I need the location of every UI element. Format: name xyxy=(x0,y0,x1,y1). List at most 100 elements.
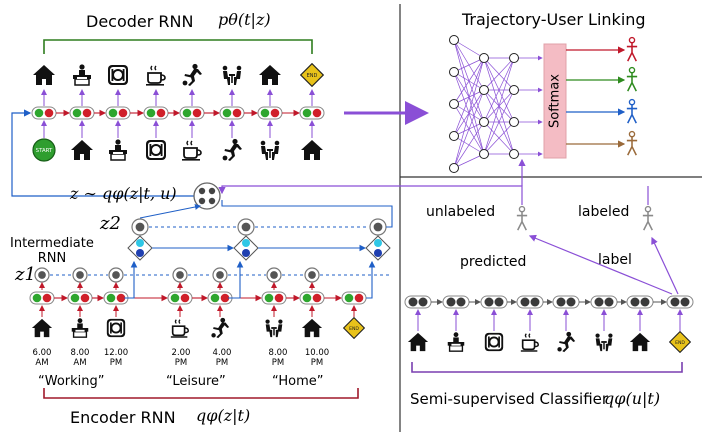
classifier-cell xyxy=(480,295,508,309)
sport-icon xyxy=(222,138,242,161)
meeting-icon xyxy=(260,140,280,160)
end-sign-icon xyxy=(343,317,365,339)
time-label: 10.00 PM xyxy=(304,348,330,368)
z1-node xyxy=(304,267,320,283)
home-icon xyxy=(259,65,281,85)
nn-edge xyxy=(453,57,485,73)
semi-title: Semi-supervised Classifier xyxy=(410,390,609,408)
food-icon xyxy=(107,64,129,86)
nn-edge xyxy=(453,57,485,105)
nn-edge xyxy=(453,121,485,169)
labeled-user-icon xyxy=(642,205,654,231)
softmax-label: Softmax xyxy=(548,74,563,128)
z2-node xyxy=(237,218,255,236)
decoder-bracket xyxy=(43,39,313,54)
encoder-cell xyxy=(341,291,367,305)
end-sign-icon xyxy=(669,331,691,353)
nn-neuron xyxy=(449,163,459,173)
decoder-input-icons xyxy=(32,138,323,162)
home-icon xyxy=(31,318,53,338)
nn-edge xyxy=(453,57,485,169)
office-icon xyxy=(108,138,128,161)
intermediate-rnn-cell xyxy=(127,235,153,261)
decoder-formula: pθ(t|z) xyxy=(218,10,271,29)
nn-edge xyxy=(483,57,515,123)
z1-node xyxy=(72,267,88,283)
time-label: 6.00 AM xyxy=(32,348,52,368)
intermediate-rnn-label: Intermediate RNN xyxy=(10,236,94,266)
z-sample-node xyxy=(193,182,221,210)
semi-supervised-classifier xyxy=(218,158,694,353)
z2-to-sample-arrow xyxy=(139,204,201,219)
group-to-mid-arrow xyxy=(124,260,138,299)
meeting-icon xyxy=(222,65,242,85)
decoder-cell xyxy=(179,106,205,120)
decoder-cell xyxy=(31,106,57,120)
classifier-cell xyxy=(404,295,432,309)
labeled-label: labeled xyxy=(578,204,630,220)
encoder-cell xyxy=(261,291,287,305)
nn-neuron xyxy=(449,67,459,77)
nn-neuron xyxy=(479,117,489,127)
nn-edge xyxy=(483,57,515,155)
nn-neuron xyxy=(509,149,519,159)
encoder-cell xyxy=(29,291,55,305)
predicted-arrow xyxy=(528,234,673,295)
encoder-cell xyxy=(299,291,325,305)
decoder-cell xyxy=(143,106,169,120)
nn-neuron xyxy=(479,85,489,95)
user-icon xyxy=(626,36,638,62)
classifier-cell xyxy=(442,295,470,309)
unlabeled-label: unlabeled xyxy=(426,204,496,220)
decoder-cell xyxy=(105,106,131,120)
decoder-rnn-cells xyxy=(11,89,429,197)
nn-neuron xyxy=(449,99,459,109)
home-icon xyxy=(33,65,55,85)
user-icon xyxy=(626,130,638,156)
start-icon xyxy=(32,138,56,162)
time-label: 8.00 AM xyxy=(70,348,90,368)
time-label: 8.00 PM xyxy=(268,348,288,368)
decoder-cell xyxy=(69,106,95,120)
nn-edge xyxy=(483,89,515,155)
z1-node xyxy=(266,267,282,283)
classifier-cell xyxy=(626,295,654,309)
classifier-cell xyxy=(552,295,580,309)
z2-node xyxy=(369,218,387,236)
sport-icon xyxy=(557,331,576,353)
semi-bracket xyxy=(411,362,683,373)
encoder-rnn xyxy=(29,260,376,339)
user-to-latent-arrow xyxy=(218,185,523,205)
nn-neuron xyxy=(479,149,489,159)
home-icon xyxy=(301,140,323,160)
end-sign-icon xyxy=(300,63,324,87)
encoder-cell xyxy=(67,291,93,305)
nn-edge xyxy=(483,57,515,91)
label-label: label xyxy=(598,252,632,268)
user-icon xyxy=(626,66,638,92)
nn-neuron xyxy=(449,35,459,45)
coffee-icon xyxy=(181,140,202,162)
coffee-icon xyxy=(170,318,190,339)
time-label: 2.00 PM xyxy=(171,348,191,368)
home-icon xyxy=(301,318,323,338)
home-icon xyxy=(629,332,651,352)
semi-formula: qφ(u|t) xyxy=(604,389,661,408)
z1-node xyxy=(108,267,124,283)
nn-neuron xyxy=(509,85,519,95)
nn-edge xyxy=(453,39,485,59)
time-label: 4.00 PM xyxy=(212,348,232,368)
encoder-formula: qφ(z|t) xyxy=(196,406,251,425)
nn-neuron xyxy=(509,117,519,127)
meeting-icon xyxy=(265,319,283,338)
decoder-cell xyxy=(257,106,283,120)
group-label-leisure: “Leisure” xyxy=(166,374,226,389)
group-to-mid-arrow xyxy=(366,260,376,299)
classifier-cell xyxy=(516,295,544,309)
encoder-cell xyxy=(207,291,233,305)
nn-neuron xyxy=(449,131,459,141)
office-icon xyxy=(72,63,92,86)
sport-icon xyxy=(211,317,230,339)
classifier-cell xyxy=(590,295,618,309)
